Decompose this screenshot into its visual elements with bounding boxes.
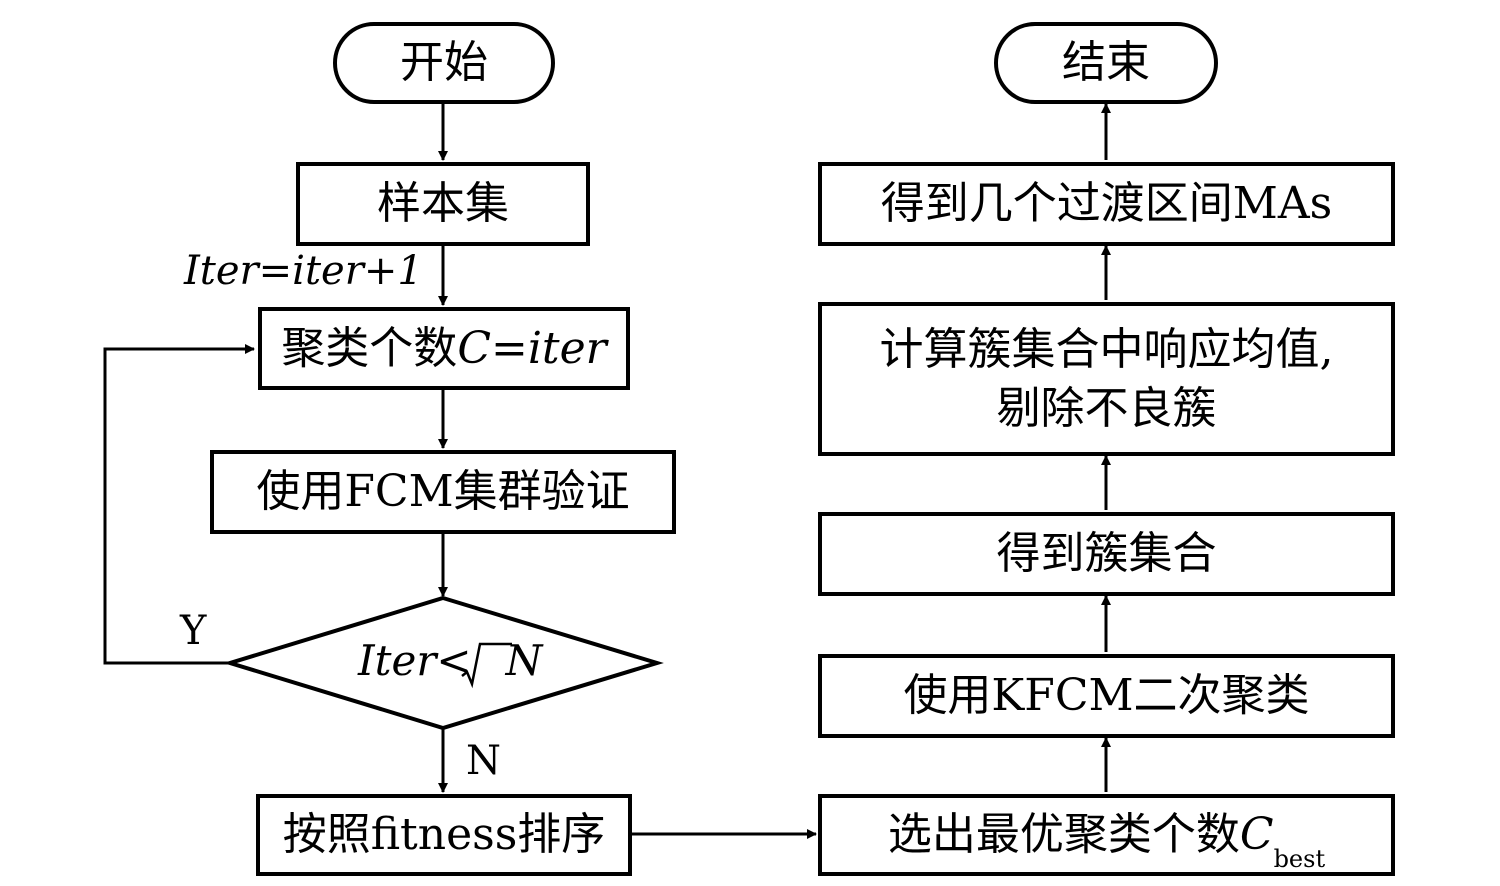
fcm-validate-label: 使用FCM集群验证	[256, 466, 630, 518]
start-terminator: 开始	[333, 22, 555, 104]
cluster-count-var: C=iter	[457, 322, 607, 374]
start-label: 开始	[400, 37, 488, 89]
compute-mean-line1: 计算簇集合中响应均值,	[879, 323, 1334, 375]
end-terminator: 结束	[994, 22, 1218, 104]
cluster-count-text: 聚类个数	[281, 322, 458, 374]
decision-condition: Iter< N	[358, 636, 542, 685]
iter-update-label: Iter=iter+1	[184, 248, 423, 294]
end-label: 结束	[1062, 37, 1150, 89]
sample-set-label: 样本集	[377, 178, 509, 230]
decision-root: N	[505, 636, 543, 685]
get-clusters-box: 得到簇集合	[818, 512, 1395, 596]
get-mas-box: 得到几个过渡区间MAs	[818, 162, 1395, 246]
fcm-validate-box: 使用FCM集群验证	[210, 450, 676, 534]
sample-set-box: 样本集	[296, 162, 590, 246]
get-clusters-label: 得到簇集合	[996, 528, 1217, 580]
get-mas-label: 得到几个过渡区间MAs	[880, 178, 1333, 230]
cluster-count-label: 聚类个数C=iter	[281, 319, 606, 378]
decision-diamond	[223, 595, 664, 731]
compute-mean-line2: 剔除不良簇	[996, 383, 1217, 434]
cluster-count-box: 聚类个数C=iter	[258, 307, 630, 390]
yes-label: Y	[180, 608, 207, 654]
sort-fitness-box: 按照fitness排序	[256, 794, 632, 876]
select-best-text: 选出最优聚类个数	[887, 809, 1240, 861]
select-best-box: 选出最优聚类个数Cbest	[818, 794, 1395, 876]
sort-fitness-label: 按照fitness排序	[282, 809, 606, 861]
sqrt-sign	[461, 642, 512, 689]
select-best-var: C	[1239, 809, 1274, 861]
compute-mean-box: 计算簇集合中响应均值, 剔除不良簇	[818, 302, 1395, 456]
kfcm-box: 使用KFCM二次聚类	[818, 654, 1395, 738]
arrow-loop-yes	[103, 344, 255, 665]
select-best-label: 选出最优聚类个数Cbest	[887, 805, 1325, 873]
no-label: N	[466, 738, 501, 784]
kfcm-label: 使用KFCM二次聚类	[903, 670, 1310, 722]
decision-var: Iter<	[358, 636, 472, 685]
select-best-sub: best	[1273, 845, 1326, 874]
